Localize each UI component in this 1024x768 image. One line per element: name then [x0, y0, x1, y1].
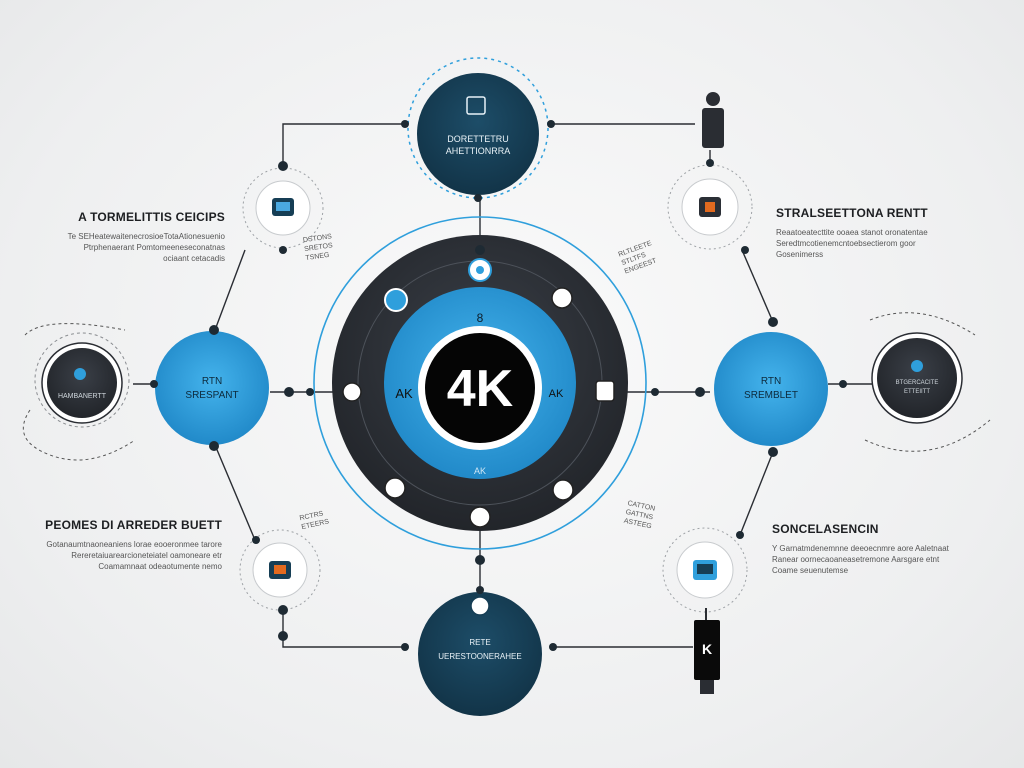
monitor-icon — [466, 96, 486, 115]
lock-icon — [469, 506, 491, 528]
connector-tl-diag — [214, 249, 246, 331]
top-left-line: Ptrphenaerant Pomtomeeneseconatnas — [83, 243, 225, 252]
bottom-left-line: Rereretaiuarearcioneteiatel oamoneare et… — [71, 551, 222, 560]
top-left-line: ociaant cetacadis — [163, 254, 225, 263]
center-4k-badge: 4K — [447, 360, 514, 418]
bottom-left-line: Coamamnaat odeaotumente nemo — [98, 562, 222, 571]
left-node — [155, 331, 269, 445]
right-node-line1: RTN — [761, 376, 781, 387]
bottom-left-text-block: PEOMES DI ARREDER BUETT Gotanaumtnaonean… — [22, 518, 222, 572]
bottom-device: K — [694, 608, 720, 694]
center-icon-badges — [342, 258, 615, 528]
far-right-node-line1: BTGERCACITE — [896, 380, 939, 386]
far-left-arc-top — [24, 323, 126, 336]
top-right-line: Reaatoeatecttite ooaea stanot oronatenta… — [776, 228, 928, 237]
connector-bl-diag — [214, 444, 256, 541]
center-bottom-tag: AK — [474, 466, 486, 476]
bottom-node — [418, 592, 542, 716]
bottom-left-line: Gotanaumtnaoneaniens lorae eooeronmee ta… — [46, 540, 222, 549]
top-node-line2: AHETTIONRRA — [446, 146, 511, 156]
bl-dashed-ring — [239, 529, 321, 611]
top-right-line: Seredtmcotienemcntoebsectierom goor — [776, 239, 916, 248]
top-node-line1: DORETTETRU — [447, 134, 509, 144]
gear-icon — [551, 287, 573, 309]
water-drop-icon — [74, 368, 86, 380]
outer-blue-ring — [313, 216, 647, 550]
drop-icon — [911, 360, 923, 372]
device-label: K — [702, 641, 712, 657]
far-left-node — [47, 348, 117, 418]
far-left-node-label: HAMBANERTT — [58, 393, 107, 400]
cloud-icon — [384, 288, 408, 312]
bottom-right-heading: SONCELASENCIN — [772, 522, 879, 536]
top-node-dashed-ring — [407, 57, 549, 199]
far-right-arc — [869, 312, 976, 336]
shield-icon — [470, 596, 490, 616]
far-right-node — [877, 338, 957, 418]
far-left-dashed-ring — [34, 332, 130, 428]
bottom-right-text-block: SONCELASENCIN Y Garnatmdenemnne deeoecnm… — [772, 522, 1002, 576]
top-right-line: Gosenimerss — [776, 250, 824, 259]
satellite-nodes — [239, 164, 753, 613]
right-node-line2: SREMBLET — [744, 390, 798, 401]
bottom-right-line: Ranear oornecaoaneasetremone Aarsgare et… — [772, 555, 940, 564]
clock-icon — [342, 382, 362, 402]
globe-icon — [552, 479, 574, 501]
connector-bottom-left — [282, 610, 405, 648]
top-left-text-block: A TORMELITTIS CEICIPS Te SEHeatewaitenec… — [25, 210, 225, 264]
bottom-node-line2: UERESTOONERAHEE — [438, 652, 521, 661]
user-icon — [702, 92, 724, 148]
far-right-arc-bottom — [864, 419, 991, 452]
top-right-heading: STRALSEETTONA RENTT — [776, 206, 928, 220]
center-top-tag: 8 — [477, 311, 484, 325]
top-left-heading: A TORMELITTIS CEICIPS — [78, 210, 225, 224]
hand-icon — [384, 477, 406, 499]
left-node-line2: SRESPANT — [185, 390, 238, 401]
center-right-tag: AK — [549, 388, 564, 400]
bottom-node-line1: RETE — [469, 638, 490, 647]
right-node — [714, 332, 828, 446]
bottom-right-line: Coame seuenutemse — [772, 566, 849, 575]
connector-tr-diag — [741, 249, 774, 323]
top-left-line: Te SEHeatewaitenecrosioeTotaAtionesuenio — [67, 232, 225, 241]
far-left-arc — [22, 409, 136, 461]
connector-top-left — [282, 123, 405, 163]
bottom-left-heading: PEOMES DI ARREDER BUETT — [45, 518, 222, 532]
top-node — [417, 73, 539, 195]
device-icon — [595, 380, 615, 402]
tl-dashed-ring — [242, 167, 324, 249]
left-node-line1: RTN — [202, 376, 222, 387]
connector-dots — [150, 120, 847, 651]
top-right-text-block: STRALSEETTONA RENTT Reaatoeatecttite ooa… — [776, 206, 1006, 260]
center-black-core — [425, 333, 535, 443]
bottom-right-line: Y Garnatmdenemnne deeoecnmre aore Aaletn… — [772, 544, 949, 553]
tr-dashed-ring — [667, 164, 753, 250]
center-left-tag: AK — [395, 386, 413, 401]
connector-br-diag — [739, 451, 774, 536]
far-right-node-line2: ETTEIITT — [904, 389, 930, 395]
